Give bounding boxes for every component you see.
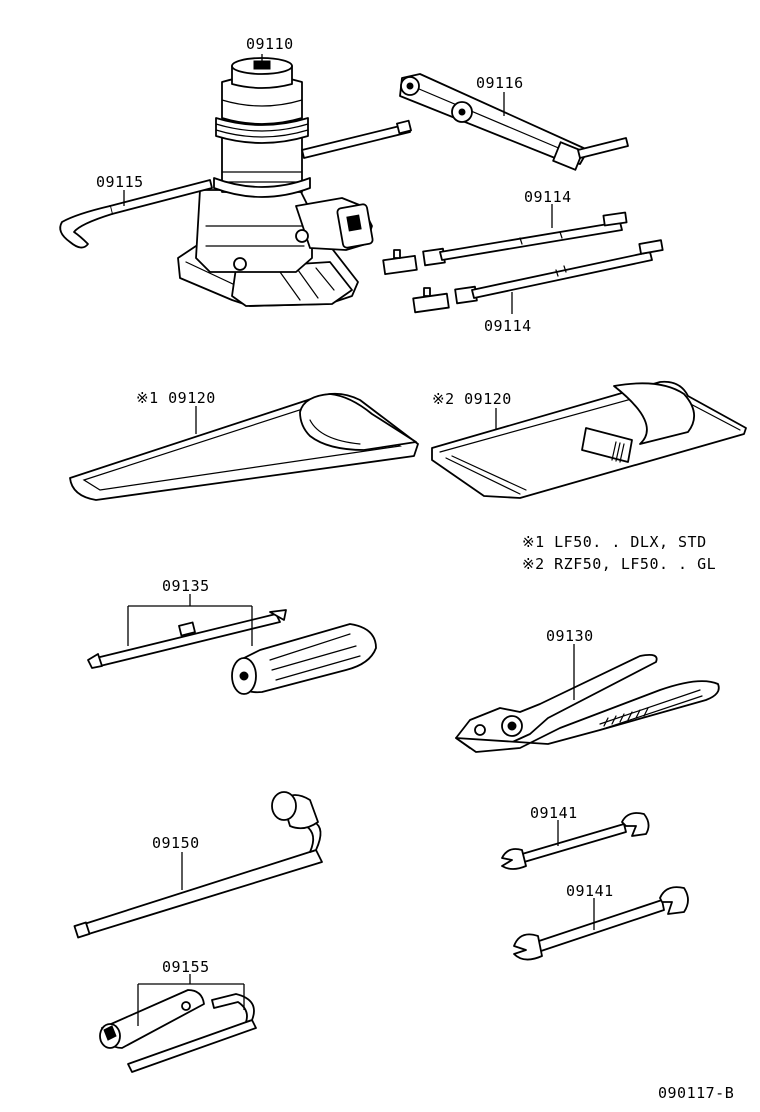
label-wrench-large: 09141 — [566, 882, 614, 900]
label-handle-lever: 09116 — [476, 74, 524, 92]
label-tool-bag-1: ※1 09120 — [136, 389, 216, 407]
label-plug-wrench: 09155 — [162, 958, 210, 976]
label-jack: 09110 — [246, 35, 294, 53]
pliers-illustration — [455, 653, 720, 753]
tool-bag-1-illustration — [69, 392, 419, 501]
label-tool-bag-2: ※2 09120 — [432, 390, 512, 408]
label-wrench-small: 09141 — [530, 804, 578, 822]
drawing-code: 090117-B — [658, 1084, 734, 1102]
extension-bar-top-illustration — [382, 211, 628, 276]
jack-illustration — [177, 57, 412, 307]
screwdriver-illustration — [87, 609, 377, 695]
extension-bar-bottom-illustration — [412, 239, 664, 314]
tool-bag-2-illustration — [431, 380, 747, 499]
label-screwdriver: 09135 — [162, 577, 210, 595]
label-jack-handle-hook: 09115 — [96, 173, 144, 191]
wrench-large-illustration — [513, 886, 689, 961]
handle-lever-illustration — [399, 73, 629, 171]
label-hub-nut-wrench: 09150 — [152, 834, 200, 852]
wrench-small-illustration — [501, 812, 650, 870]
jack-handle-hook-illustration — [59, 179, 213, 249]
label-pliers: 09130 — [546, 627, 594, 645]
plug-wrench-illustration — [99, 989, 257, 1073]
note-1: ※1 LF50. . DLX, STD — [522, 533, 707, 551]
note-2: ※2 RZF50, LF50. . GL — [522, 555, 716, 573]
label-extension-bar-bottom: 09114 — [484, 317, 532, 335]
hub-nut-wrench-illustration — [73, 791, 323, 939]
label-extension-bar-top: 09114 — [524, 188, 572, 206]
